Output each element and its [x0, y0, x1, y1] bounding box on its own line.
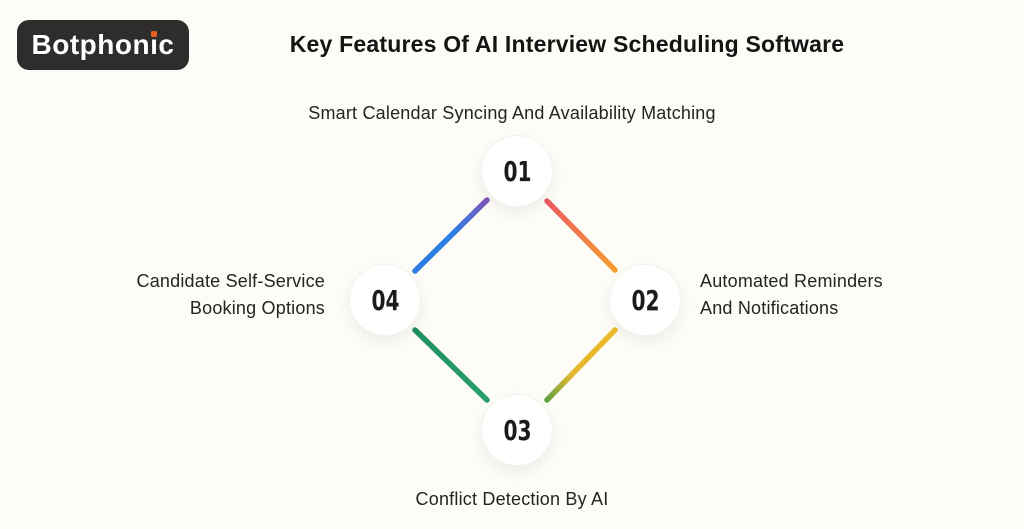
feature-label-left-line2: Booking Options [189, 298, 325, 318]
feature-label-bottom: Conflict Detection By AI [415, 489, 609, 509]
feature-label-right-line1: Automated Reminders [700, 271, 883, 291]
connector-01-02 [544, 198, 618, 273]
feature-label-right: Automated Reminders And Notifications [700, 268, 930, 322]
connector-03-04 [412, 327, 490, 403]
node-number: 01 [502, 154, 532, 188]
node-circle-01: 01 [482, 136, 552, 206]
logo-text-pre: Botphon [31, 29, 151, 60]
node-circle-04: 04 [350, 265, 420, 335]
connector-04-01 [412, 197, 490, 274]
node-circle-02: 02 [610, 265, 680, 335]
node-number: 04 [370, 283, 400, 317]
node-number: 02 [630, 283, 660, 317]
node-circle-03: 03 [482, 395, 552, 465]
connector-02-03 [544, 327, 618, 403]
feature-label-right-line2: And Notifications [700, 298, 839, 318]
feature-label-left-line1: Candidate Self-Service [136, 271, 325, 291]
logo-text-post: c [158, 29, 175, 60]
feature-label-top: Smart Calendar Syncing And Availability … [308, 103, 716, 123]
feature-label-left: Candidate Self-Service Booking Options [75, 268, 325, 322]
page-title: Key Features Of AI Interview Scheduling … [289, 31, 845, 57]
logo-i-dot [151, 31, 158, 37]
node-number: 03 [502, 413, 532, 447]
logo-letter-i: ı [150, 29, 159, 60]
